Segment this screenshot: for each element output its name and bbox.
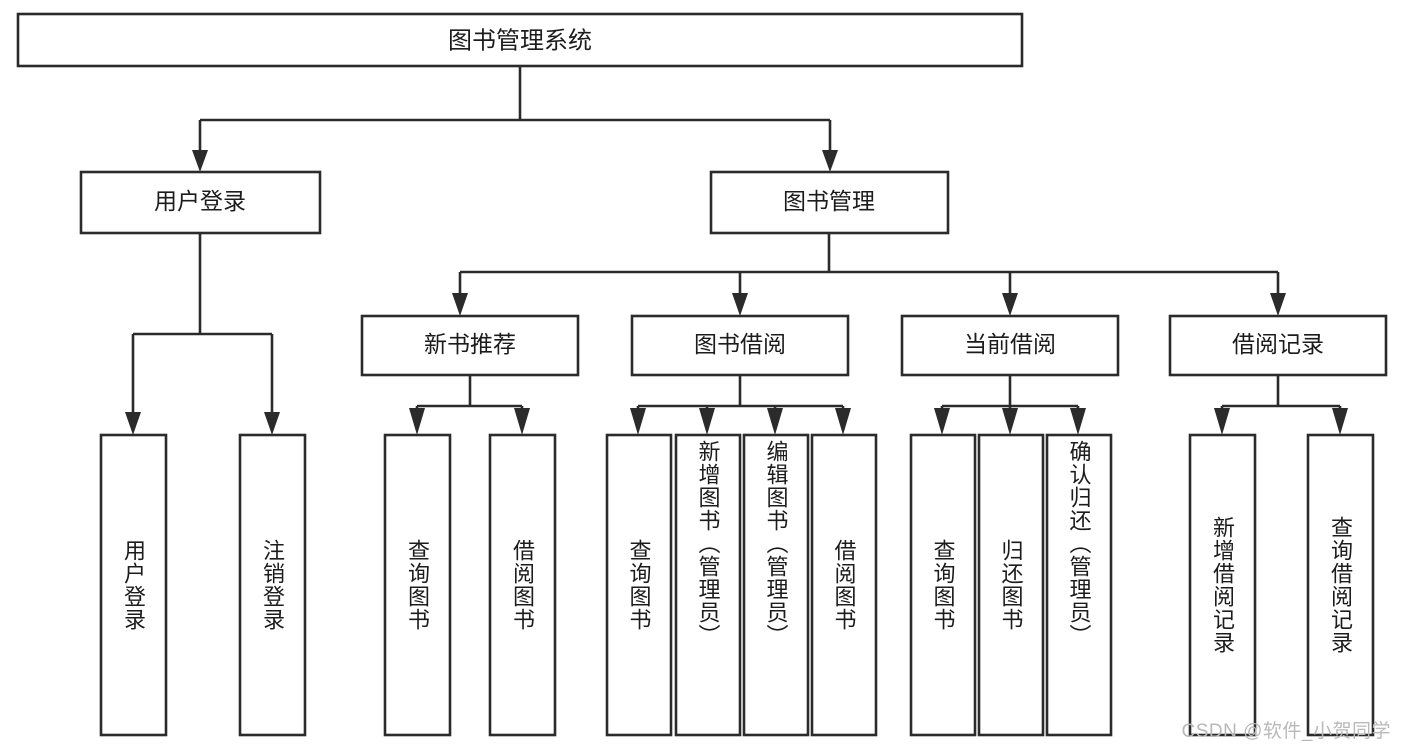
connector-user-login-to-leaves — [125, 233, 280, 435]
node-user-login-rect[interactable] — [79, 170, 322, 235]
node-book-borrow-label: 图书借阅 — [694, 331, 786, 357]
node-user-login[interactable]: 用户登录 — [79, 170, 322, 235]
arrow-to-leaf-user-logout — [264, 412, 280, 435]
node-user-login-label: 用户登录 — [154, 188, 246, 214]
connector-new-book-recommend-to-leaves — [409, 375, 530, 435]
node-root-rect[interactable] — [16, 12, 1024, 68]
node-leaf-query-book-1-rect[interactable] — [383, 433, 452, 737]
node-root-label: 图书管理系统 — [448, 27, 592, 54]
arrow-to-leaf-confirm-return — [1070, 408, 1086, 435]
node-leaf-borrow-book-1-rect[interactable] — [488, 433, 557, 737]
node-leaf-add-record-rect[interactable] — [1188, 433, 1257, 737]
node-leaf-add-book-rect[interactable] — [674, 433, 742, 737]
node-leaf-user-logout-rect[interactable] — [238, 433, 307, 737]
node-leaf-query-record-rect[interactable] — [1306, 433, 1375, 737]
node-current-borrow[interactable]: 当前借阅 — [900, 314, 1120, 377]
node-borrow-record-label: 借阅记录 — [1232, 331, 1324, 357]
node-book-borrow[interactable]: 图书借阅 — [630, 314, 850, 377]
node-leaf-query-book-3-rect[interactable] — [909, 433, 977, 737]
node-leaf-query-book-2-rect[interactable] — [605, 433, 673, 737]
node-leaf-borrow-book-2-rect[interactable] — [810, 433, 878, 737]
arrow-to-leaf-add-book — [699, 408, 715, 435]
arrow-to-leaf-query-book-1 — [409, 408, 425, 435]
node-leaf-confirm-return-rect[interactable] — [1045, 433, 1113, 737]
node-root[interactable]: 图书管理系统 — [16, 12, 1024, 68]
node-new-book-recommend[interactable]: 新书推荐 — [360, 314, 580, 377]
arrow-to-leaf-query-record — [1332, 408, 1348, 435]
node-leaf-return-book-rect[interactable] — [977, 433, 1045, 737]
csdn-watermark: CSDN @软件_小贺同学 — [1181, 721, 1391, 742]
node-leaf-edit-book-rect[interactable] — [742, 433, 810, 737]
connector-current-borrow-to-leaves — [934, 375, 1086, 435]
arrow-to-new-book-recommend — [452, 293, 468, 316]
arrow-to-book-borrow — [732, 293, 748, 316]
arrow-to-user-login — [192, 150, 208, 172]
node-current-borrow-rect[interactable] — [900, 314, 1120, 377]
arrow-to-leaf-query-book-2 — [630, 408, 646, 435]
connector-root-to-level2 — [192, 66, 838, 172]
arrow-to-leaf-borrow-book-1 — [514, 408, 530, 435]
node-current-borrow-label: 当前借阅 — [964, 331, 1056, 357]
node-new-book-recommend-rect[interactable] — [360, 314, 580, 377]
node-book-management-label: 图书管理 — [783, 188, 875, 214]
node-leaf-user-login-rect[interactable] — [99, 433, 168, 737]
arrow-to-book-management — [822, 150, 838, 172]
arrow-to-leaf-query-book-3 — [934, 408, 950, 435]
node-book-management[interactable]: 图书管理 — [709, 170, 950, 235]
arrow-to-leaf-user-login — [125, 412, 141, 435]
connector-book-management-to-level3 — [452, 233, 1286, 316]
connector-borrow-record-to-leaves — [1214, 375, 1348, 435]
arrow-to-leaf-borrow-book-2 — [835, 408, 851, 435]
arrow-to-leaf-add-record — [1214, 408, 1230, 435]
arrow-to-borrow-record — [1270, 293, 1286, 316]
arrow-to-leaf-return-book — [1002, 408, 1018, 435]
node-borrow-record[interactable]: 借阅记录 — [1168, 314, 1388, 377]
arrow-to-current-borrow — [1002, 293, 1018, 316]
arrow-to-leaf-edit-book — [767, 408, 783, 435]
node-new-book-recommend-label: 新书推荐 — [424, 331, 516, 357]
connector-book-borrow-to-leaves — [630, 375, 851, 435]
